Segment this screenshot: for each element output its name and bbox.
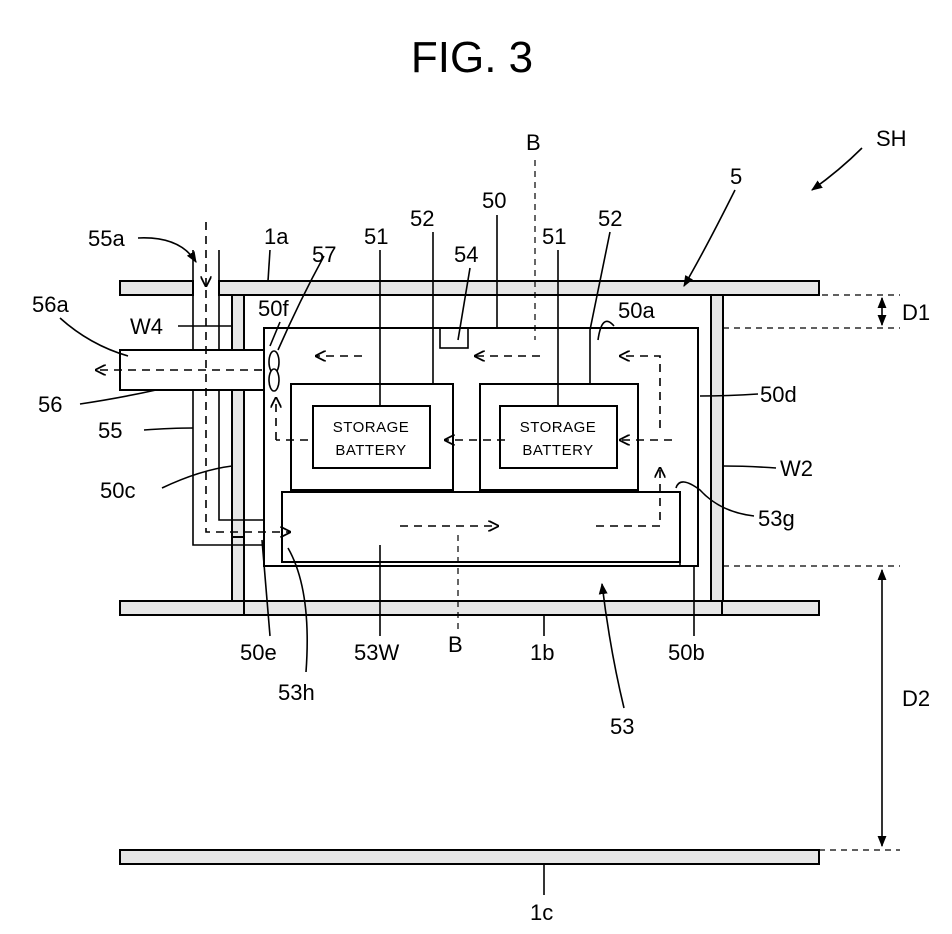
slab-1b-right [722, 601, 819, 615]
label-56a: 56a [32, 292, 69, 317]
label-50a: 50a [618, 298, 655, 323]
leader-55a [138, 238, 196, 262]
wall-w4 [232, 295, 244, 537]
leader-55 [144, 428, 193, 430]
label-51-left: 51 [364, 224, 388, 249]
label-57: 57 [312, 242, 336, 267]
leader-56 [80, 390, 156, 404]
label-b-bottom: B [448, 632, 463, 657]
leader-50d [700, 394, 758, 396]
label-52-left: 52 [410, 206, 434, 231]
label-1c: 1c [530, 900, 553, 925]
label-1a: 1a [264, 224, 289, 249]
label-53: 53 [610, 714, 634, 739]
label-53w: 53W [354, 640, 399, 665]
fan-57-bottom [269, 369, 279, 391]
label-53g: 53g [758, 506, 795, 531]
label-5: 5 [730, 164, 742, 189]
label-50: 50 [482, 188, 506, 213]
battery-left-line2: BATTERY [335, 442, 406, 459]
label-54: 54 [454, 242, 478, 267]
label-51-right: 51 [542, 224, 566, 249]
label-52-right: 52 [598, 206, 622, 231]
label-55a: 55a [88, 226, 125, 251]
slab-1c [120, 850, 819, 864]
figure-title: FIG. 3 [411, 33, 533, 82]
battery-right-line2: BATTERY [522, 442, 593, 459]
label-50c: 50c [100, 478, 135, 503]
leader-50c [162, 466, 232, 488]
label-d2: D2 [902, 686, 930, 711]
battery-right-line1: STORAGE [520, 419, 597, 436]
slab-1b-left [120, 601, 244, 615]
label-d1: D1 [902, 300, 930, 325]
slab-1b-mid [244, 601, 722, 615]
label-56: 56 [38, 392, 62, 417]
wall-w4-lower [232, 537, 244, 601]
label-w2: W2 [780, 456, 813, 481]
label-50b: 50b [668, 640, 705, 665]
label-b-top: B [526, 130, 541, 155]
label-50f: 50f [258, 296, 289, 321]
cooling-plate-53 [282, 492, 680, 562]
leader-w2 [723, 466, 776, 468]
label-53h: 53h [278, 680, 315, 705]
leader-56a [60, 318, 128, 356]
leader-1a [268, 250, 270, 281]
slab-1a-left [120, 281, 193, 295]
label-55: 55 [98, 418, 122, 443]
wall-w2 [711, 295, 723, 601]
label-w4: W4 [130, 314, 163, 339]
label-1b: 1b [530, 640, 554, 665]
label-50e: 50e [240, 640, 277, 665]
label-sh: SH [876, 126, 907, 151]
leader-sh [812, 148, 862, 190]
label-50d: 50d [760, 382, 797, 407]
leader-5 [684, 190, 735, 286]
battery-left-line1: STORAGE [333, 419, 410, 436]
